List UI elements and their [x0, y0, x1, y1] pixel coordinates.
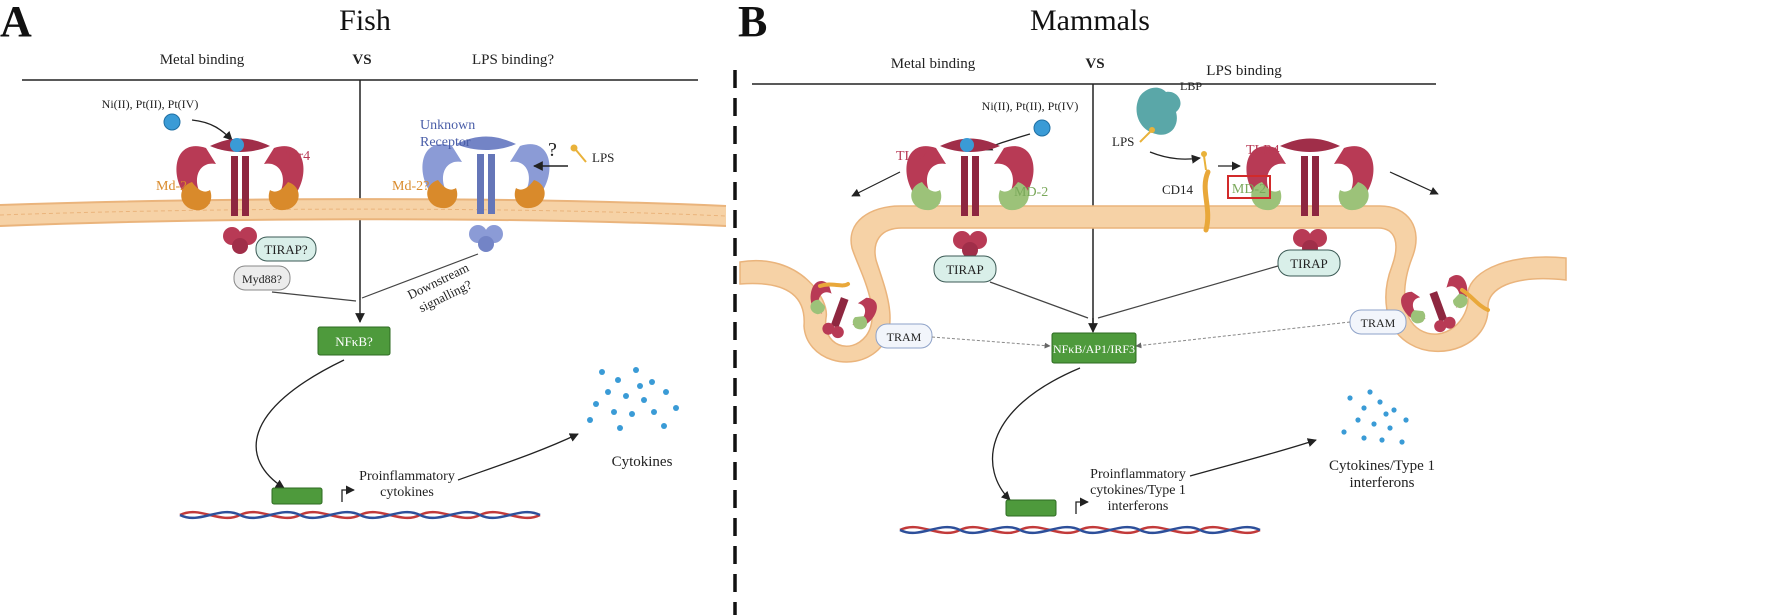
panel-a-lps-label: LPS — [592, 150, 614, 165]
panel-b-proinflam-line3: interferons — [1108, 499, 1169, 514]
panel-b-tlr4-left-receptor — [906, 138, 1034, 216]
panel-b-right-header: LPS binding — [1206, 63, 1282, 79]
panel-a-md2-label: Md-2 — [156, 179, 187, 194]
panel-b-lbp-label: LBP — [1180, 79, 1202, 93]
panel-a-unknown-receptor — [422, 136, 550, 214]
panel-a-right-header: LPS binding? — [472, 52, 554, 68]
svg-text:Myd88?: Myd88? — [242, 272, 282, 286]
svg-text:NFκB?: NFκB? — [335, 334, 373, 349]
panel-b-tram-left-line — [931, 336, 1051, 349]
panel-a-lps-molecule — [570, 144, 587, 163]
panel-b-right-outward-arrow — [1389, 171, 1439, 195]
panel-a-transcription-arrow — [341, 485, 355, 502]
panel-b-left-outward-arrow — [851, 171, 901, 197]
panel-b-tirap-left-badge: TIRAP — [933, 255, 997, 283]
panel-b-cytokine-dots — [1341, 389, 1409, 445]
panel-a-downstream-line — [361, 253, 479, 299]
panel-a: A Fish Metal binding VS LPS binding? Ni(… — [0, 0, 727, 520]
panel-a-question-mark: ? — [548, 139, 557, 161]
panel-a-cytokine-dots — [587, 367, 679, 431]
panel-b-proinflam-line2: cytokines/Type 1 — [1090, 483, 1186, 498]
panel-a-gene-box — [271, 487, 323, 505]
panel-b-membrane — [739, 205, 1567, 363]
panel-b-tirap-right-badge: TIRAP — [1277, 249, 1341, 277]
panel-b-tram-right-badge: TRAM — [1349, 309, 1407, 335]
panel-b-vs: VS — [1085, 56, 1104, 72]
panel-a-unknown-tir — [469, 225, 503, 252]
panel-a-myd88-badge: Myd88? — [233, 265, 291, 291]
svg-text:TIRAP?: TIRAP? — [264, 242, 308, 257]
panel-b-tlr4-left-label: TLR4 — [896, 149, 929, 164]
panel-b-nfkb-box: NFκB/AP1/IRF3 — [1051, 332, 1137, 364]
panel-b-endosome-right-cd14 — [1460, 288, 1490, 312]
panel-b-dna — [899, 525, 1261, 535]
panel-a-tir-domain — [223, 227, 257, 254]
panel-b-tirap-left-line — [989, 281, 1089, 319]
panel-b-cytokine-arrow — [1189, 438, 1317, 477]
panel-b-metal-ion — [1033, 119, 1051, 137]
svg-text:TRAM: TRAM — [887, 330, 922, 344]
panel-b-letter: B — [738, 0, 767, 46]
panel-a-unknown-receptor-line2: Receptor — [420, 135, 471, 150]
panel-b-tir-left — [953, 231, 987, 258]
panel-b-md2-right-highlight: MD-2 — [1227, 175, 1271, 199]
panel-a-title: Fish — [339, 4, 391, 37]
panel-b-cd14-label: CD14 — [1162, 182, 1194, 197]
panel-b-tirap-right-line — [1097, 265, 1279, 319]
panel-a-metals-label: Ni(II), Pt(II), Pt(IV) — [102, 97, 199, 111]
panel-b-endosome-left — [810, 281, 877, 339]
svg-text:TIRAP: TIRAP — [946, 262, 984, 277]
panel-b-md2-left-label: MD-2 — [1014, 185, 1048, 200]
panel-a-proinflam-line2: cytokines — [380, 485, 434, 500]
panel-b-tlr4-right-label: TLR4 — [1246, 143, 1279, 158]
svg-text:MD-2: MD-2 — [1232, 182, 1266, 197]
panel-b-cd14 — [1201, 151, 1211, 233]
panel-a-unknown-receptor-line1: Unknown — [420, 118, 475, 133]
panel-a-dna — [179, 510, 541, 520]
panel-b-nfkb-to-dna-arrow — [991, 367, 1081, 501]
panel-b-gene-box — [1005, 499, 1057, 517]
panel-a-vs: VS — [352, 52, 371, 68]
panel-a-myd88-to-nfkb — [271, 291, 357, 302]
panel-a-nfkb-box: NFκB? — [317, 326, 391, 356]
panel-a-tirap-badge: TIRAP? — [255, 236, 317, 262]
panel-b-endosome-right — [1401, 275, 1468, 333]
panel-a-left-header: Metal binding — [160, 52, 245, 68]
panel-a-nfkb-to-dna-arrow — [255, 359, 345, 489]
panel-b-lps-molecule — [1139, 127, 1155, 143]
panel-b-lps-label: LPS — [1112, 134, 1134, 149]
panel-a-tlr4-label: Tlr4 — [286, 149, 310, 164]
panel-b-endosome-left-cd14 — [818, 282, 850, 288]
panel-a-letter: A — [0, 0, 32, 46]
panel-a-md2q-label: Md-2? — [392, 179, 429, 194]
panel-a-cytokine-arrow — [457, 433, 579, 481]
panel-a-metal-ion — [163, 113, 181, 131]
panel-a-tlr4-receptor — [176, 138, 304, 216]
panel-b-cytokines-line2: interferons — [1350, 475, 1415, 491]
panel-b-title: Mammals — [1030, 4, 1150, 37]
panel-b-lbp — [1136, 87, 1181, 135]
panel-a-metal-arrow — [191, 119, 233, 141]
panel-b-cytokines-line1: Cytokines/Type 1 — [1329, 458, 1435, 474]
panel-b: B Mammals Metal binding VS LPS binding N… — [738, 0, 1567, 535]
panel-a-membrane — [0, 198, 727, 227]
panel-b-tram-left-badge: TRAM — [875, 323, 933, 349]
panel-b-transcription-arrow — [1075, 497, 1089, 514]
panel-a-cytokines-label: Cytokines — [612, 454, 673, 470]
panel-b-tram-right-line — [1135, 321, 1351, 349]
panel-b-lps-arrow — [1149, 151, 1201, 164]
svg-text:NFκB/AP1/IRF3: NFκB/AP1/IRF3 — [1053, 342, 1135, 356]
panel-a-proinflam-line1: Proinflammatory — [359, 469, 455, 484]
svg-text:TIRAP: TIRAP — [1290, 256, 1328, 271]
panel-b-left-header: Metal binding — [891, 56, 976, 72]
panel-b-metals-label: Ni(II), Pt(II), Pt(IV) — [982, 99, 1079, 113]
panel-b-proinflam-line1: Proinflammatory — [1090, 467, 1186, 482]
svg-text:TRAM: TRAM — [1361, 316, 1396, 330]
